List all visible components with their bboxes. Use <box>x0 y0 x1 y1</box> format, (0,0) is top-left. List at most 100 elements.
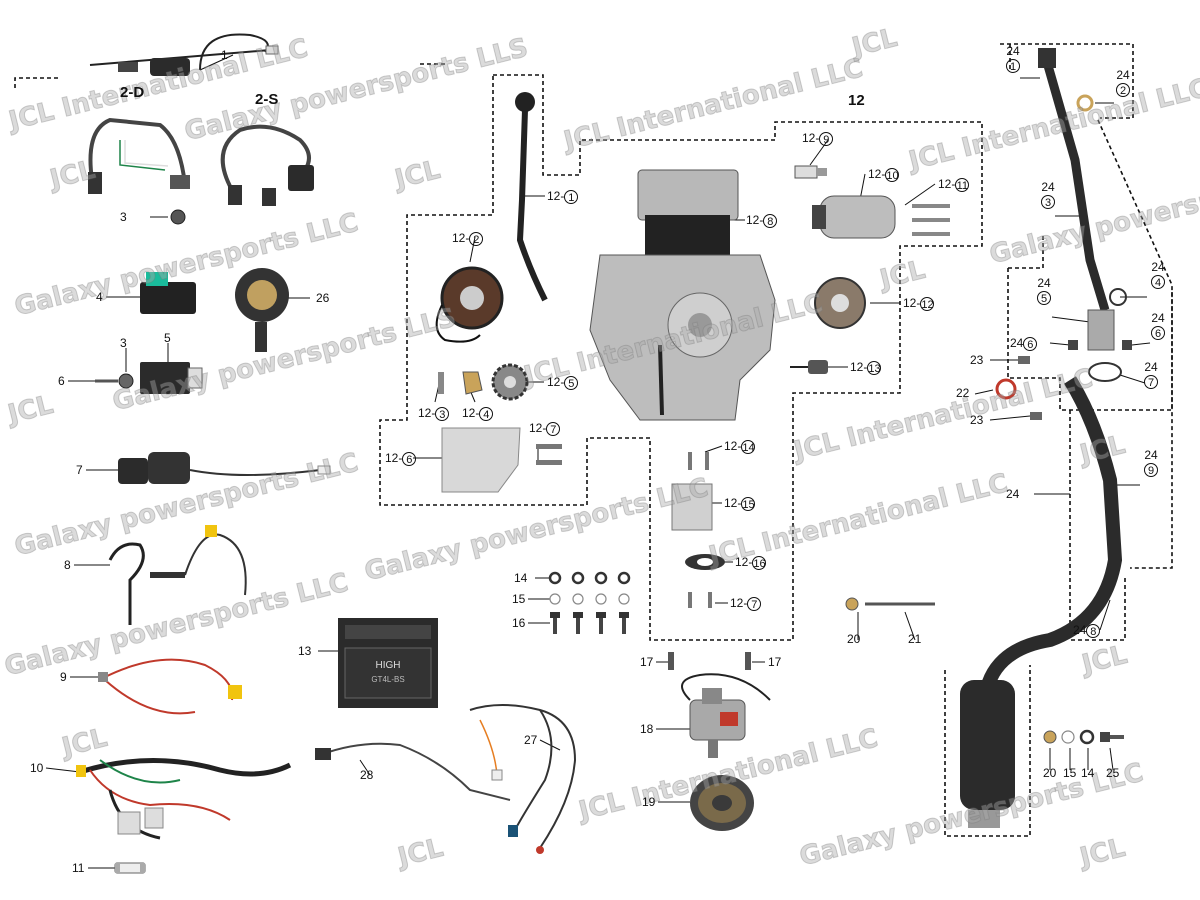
label-12-5: 12-5 <box>547 375 579 390</box>
part-18-carburetor <box>681 673 771 758</box>
part-19-air-filter <box>690 775 754 831</box>
label-15b: 15 <box>1063 766 1077 780</box>
part-23b-nut <box>1030 412 1042 420</box>
part-24-6b-bolt <box>1122 340 1132 350</box>
part-12-5-sprocket <box>491 363 529 401</box>
engine-group-label: 12 <box>848 92 865 109</box>
part-24-7-gasket <box>1088 362 1122 382</box>
label-22: 22 <box>956 386 970 400</box>
part-12-15-intake-pipe <box>671 483 713 531</box>
part-12-7-bolts-b <box>688 592 712 608</box>
parts-20-15-14-25-hardware <box>1043 729 1124 745</box>
part-2d-ignition-coil <box>88 117 190 194</box>
part-12-6-cover <box>441 427 521 493</box>
part-2s-ignition-coil <box>220 124 314 206</box>
label-12-11: 12-11 <box>938 177 970 192</box>
part-7-starter-relay <box>118 452 331 484</box>
battery-brand-label: HIGH <box>376 660 401 671</box>
part-13-battery: HIGH GT4L-BS <box>338 618 438 708</box>
label-12-14: 12-14 <box>724 439 756 454</box>
label-28: 28 <box>360 768 374 782</box>
label-5: 5 <box>164 331 171 345</box>
part-12-1-shift-lever <box>515 92 548 302</box>
label-12-4: 12-4 <box>462 406 494 421</box>
part-12-7-bolts-a <box>536 444 562 465</box>
part-12-2-stator <box>435 266 504 343</box>
part-22-seal <box>995 378 1017 400</box>
part-8-sensor-harness <box>108 525 247 625</box>
label-12-9: 12-9 <box>802 131 834 146</box>
part-12-8-engine <box>589 169 776 421</box>
label-12-1: 12-1 <box>547 189 579 204</box>
label-8: 8 <box>64 558 71 572</box>
label-6: 6 <box>58 374 65 388</box>
part-12-3-bolt <box>438 372 444 394</box>
label-12-15: 12-15 <box>724 496 756 511</box>
label-14: 14 <box>514 571 528 585</box>
part-11-fuse <box>114 862 146 874</box>
part-12-14-studs <box>688 452 709 470</box>
label-7: 7 <box>76 463 83 477</box>
exhaust-muffler <box>960 680 1015 828</box>
part-26-horn <box>235 268 289 352</box>
label-26: 26 <box>316 291 330 305</box>
part-27-wire <box>469 704 577 854</box>
label-17b: 17 <box>768 655 782 669</box>
label-9: 9 <box>60 670 67 684</box>
parts-14-15-16-hardware <box>548 571 631 634</box>
label-12-13: 12-13 <box>850 360 882 375</box>
label-12-8: 12-8 <box>746 213 778 228</box>
part-24-6a-bolt <box>1068 340 1078 350</box>
label-12-7a: 12-7 <box>529 421 561 436</box>
part-3-washer <box>170 209 186 225</box>
part-1-switch-harness <box>89 33 279 76</box>
label-12-12: 12-12 <box>903 296 935 311</box>
label-12-2: 12-2 <box>452 231 484 246</box>
label-18: 18 <box>640 722 654 736</box>
part-23a-nut <box>1018 356 1030 364</box>
label-3b: 3 <box>120 336 127 350</box>
label-15: 15 <box>512 592 526 606</box>
part-28-wire <box>315 742 511 801</box>
part-12-9-spark-plug <box>794 165 827 179</box>
part-12-11-bolts <box>912 204 950 236</box>
label-20a: 20 <box>847 632 861 646</box>
label-24-main: 24 <box>1006 487 1020 501</box>
label-12-6: 12-6 <box>385 451 417 466</box>
label-23b: 23 <box>970 413 984 427</box>
part-3b-washer <box>118 373 134 389</box>
part-12-4-lock-plate <box>462 371 483 395</box>
label-20b: 20 <box>1043 766 1057 780</box>
label-2-s: 2-S <box>255 91 279 108</box>
label-16: 16 <box>512 616 526 630</box>
label-3: 3 <box>120 210 127 224</box>
label-12-3: 12-3 <box>418 406 450 421</box>
battery-model-label: GT4L-BS <box>371 675 404 684</box>
label-27: 27 <box>524 733 538 747</box>
label-19: 19 <box>642 795 656 809</box>
parts-20-21-bolt <box>845 597 935 611</box>
label-12-16: 12-16 <box>735 555 767 570</box>
label-25: 25 <box>1106 766 1120 780</box>
label-1: 1 <box>221 48 228 62</box>
label-21: 21 <box>908 632 922 646</box>
label-10: 10 <box>30 761 44 775</box>
part-24-4-clamp <box>1109 288 1127 306</box>
part-4-cdi <box>140 272 196 314</box>
label-13: 13 <box>298 644 312 658</box>
label-14b: 14 <box>1081 766 1095 780</box>
label-2-d: 2-D <box>120 84 145 101</box>
exhaust-pipe <box>978 48 1123 701</box>
label-17a: 17 <box>640 655 654 669</box>
label-4: 4 <box>96 290 103 304</box>
part-9-wire <box>98 658 242 715</box>
part-10-main-harness <box>76 757 292 840</box>
